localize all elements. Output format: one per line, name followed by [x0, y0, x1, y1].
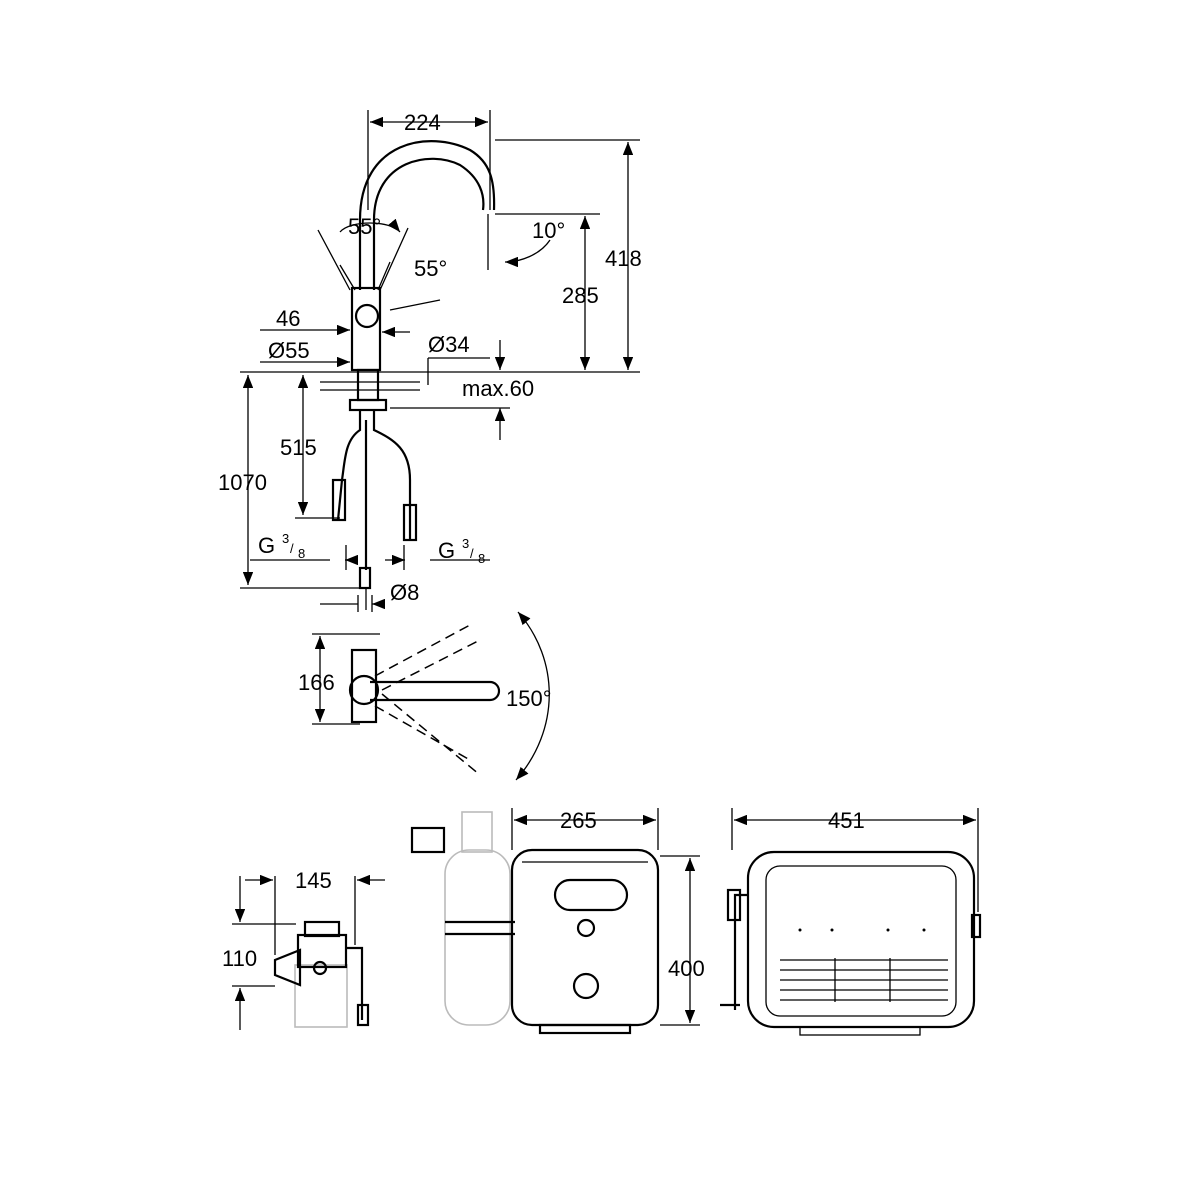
dim-total-length: 1070 [218, 470, 267, 495]
svg-text:3: 3 [462, 536, 469, 551]
dim-chiller-width: 265 [560, 808, 597, 833]
faucet-elevation-view: 224 418 285 10° 55° 55° 46 Ø55 Ø34 max.6… [218, 110, 642, 612]
dim-shank-diameter: Ø34 [428, 332, 470, 357]
dim-tube-diameter: Ø8 [390, 580, 419, 605]
dim-total-height: 418 [605, 246, 642, 271]
connection-right-label: G 3 / 8 [438, 536, 485, 566]
chiller-side-view: 451 [720, 808, 982, 1036]
chiller-front-view: 265 400 [410, 808, 705, 1035]
svg-text:8: 8 [298, 546, 305, 561]
svg-text:G: G [438, 538, 455, 563]
dim-swivel-angle: 150° [506, 686, 552, 711]
svg-text:/: / [470, 546, 474, 561]
svg-text:3: 3 [282, 531, 289, 546]
dim-spout-angle: 10° [532, 218, 565, 243]
dim-max-thickness: max.60 [462, 376, 534, 401]
svg-text:G: G [258, 533, 275, 558]
dim-base-diameter: Ø55 [268, 338, 310, 363]
dim-hose-length: 515 [280, 435, 317, 460]
dim-lever-offset: 46 [276, 306, 300, 331]
dim-spout-width: 224 [404, 110, 441, 135]
dim-chiller-height: 400 [668, 956, 705, 981]
dim-filter-height: 110 [222, 946, 257, 971]
dim-outlet-height: 285 [562, 283, 599, 308]
dim-lever-angle-left: 55° [348, 214, 381, 239]
filter-unit-view: 145 110 [222, 868, 385, 1030]
svg-text:/: / [290, 541, 294, 556]
connection-left-label: G 3 / 8 [258, 531, 305, 561]
dim-chiller-depth: 451 [828, 808, 865, 833]
dim-lever-angle-right: 55° [414, 256, 447, 281]
svg-text:8: 8 [478, 551, 485, 566]
dim-plan-depth: 166 [298, 670, 335, 695]
faucet-plan-view: 166 150° [298, 611, 552, 781]
dim-filter-width: 145 [295, 868, 332, 893]
